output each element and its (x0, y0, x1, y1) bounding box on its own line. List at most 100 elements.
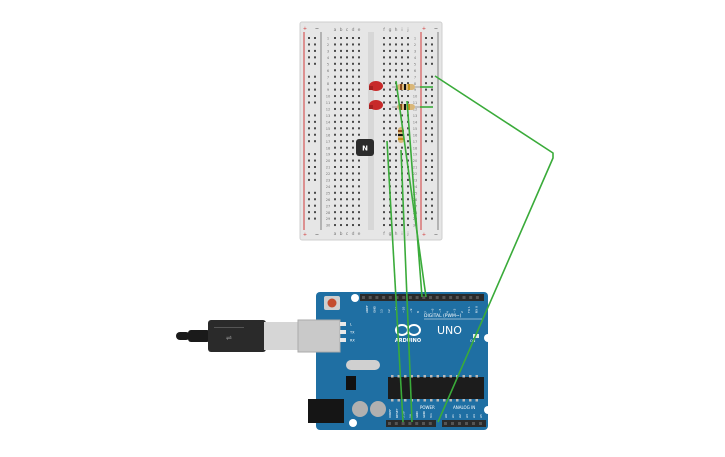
chip-pin (449, 375, 452, 378)
digital-label: DIGITAL (PWM~) (424, 313, 462, 319)
digital-pin-label: 2 (460, 311, 464, 313)
reset-button-cap[interactable] (327, 298, 337, 308)
chip-pin (469, 375, 472, 378)
chip-pin (410, 375, 413, 378)
digital-header-pin[interactable] (429, 296, 432, 299)
digital-header-pin[interactable] (469, 296, 473, 299)
row-number: 3 (327, 50, 329, 54)
wire-sensor-to-analog[interactable] (386, 140, 404, 423)
chip-pin (404, 399, 407, 402)
analog-header-pin[interactable] (479, 422, 482, 425)
digital-header-pin[interactable] (442, 296, 446, 299)
rail-plus-label: + (303, 26, 307, 32)
digital-header-pin[interactable] (415, 296, 419, 299)
row-number: 15 (326, 127, 331, 131)
digital-header-pin[interactable] (388, 296, 392, 299)
digital-pin-label: ~9 (409, 308, 413, 313)
smd-part (340, 338, 346, 342)
power-header-pin[interactable] (415, 422, 419, 425)
row-number: 11 (326, 101, 331, 105)
chip-pin (417, 375, 420, 378)
led-label-tx: TX (349, 331, 355, 335)
row-number: 13 (413, 114, 418, 118)
power-jack[interactable] (308, 399, 344, 423)
row-number: 10 (326, 95, 331, 99)
row-number: 23 (413, 179, 418, 183)
column-letter: b (340, 27, 343, 33)
row-number: 14 (413, 120, 418, 124)
digital-header[interactable] (360, 294, 484, 301)
row-number: 18 (326, 146, 331, 150)
digital-pin-label: ~10 (402, 307, 406, 313)
digital-header-pin[interactable] (362, 296, 365, 299)
wires[interactable] (386, 75, 554, 423)
analog-pin-label: A1 (451, 414, 455, 418)
analog-pin-label: A2 (458, 414, 462, 418)
wire-5v-to-rail[interactable] (434, 75, 554, 423)
digital-header-pin[interactable] (375, 296, 379, 299)
digital-header-pin[interactable] (475, 296, 479, 299)
row-number: 2 (327, 43, 329, 47)
resistor-2[interactable] (392, 104, 420, 110)
analog-header-pin[interactable] (465, 422, 468, 425)
digital-header-pin[interactable] (402, 296, 406, 299)
column-letter: e (358, 28, 361, 33)
crystal (346, 360, 380, 370)
power-pin-label: 5V (408, 413, 412, 418)
power-header-pin[interactable] (401, 422, 405, 425)
temperature-sensor[interactable]: N (356, 139, 374, 156)
analog-header-pin[interactable] (458, 422, 461, 425)
resistor-1[interactable] (392, 84, 420, 90)
chip-pin (436, 375, 439, 378)
wire-gnd-to-sensor[interactable] (400, 149, 413, 423)
row-number: 19 (326, 153, 331, 157)
digital-header-pin[interactable] (449, 296, 453, 299)
rail-plus-label: + (422, 26, 426, 32)
row-number: 6 (414, 69, 417, 73)
rail-minus-label: − (434, 232, 438, 238)
power-header-pin[interactable] (408, 422, 412, 425)
usb-cable[interactable]: ⇌ (176, 320, 298, 352)
analog-pin-label: A3 (465, 414, 469, 418)
chip-pin (397, 375, 400, 378)
row-number: 28 (326, 211, 331, 215)
row-number: 5 (414, 62, 416, 66)
row-number: 5 (327, 62, 329, 66)
digital-header-pin[interactable] (462, 296, 466, 299)
wire-pin-to-resistor-2[interactable] (406, 100, 423, 298)
row-number: 2 (414, 43, 416, 47)
digital-header-pin[interactable] (395, 296, 399, 299)
chip-pin (443, 375, 446, 378)
power-header-pin[interactable] (428, 422, 432, 425)
chip-pin (404, 375, 407, 378)
chip-pin (397, 399, 400, 402)
digital-header-pin[interactable] (368, 296, 372, 299)
power-header-pin[interactable] (394, 422, 398, 425)
digital-header-pin[interactable] (422, 296, 426, 299)
row-number: 30 (326, 224, 331, 228)
analog-header-pin[interactable] (444, 422, 447, 425)
led-1[interactable] (369, 81, 383, 91)
digital-pin-label: ~5 (438, 308, 442, 313)
digital-pin-label: ~6 (431, 308, 435, 313)
digital-header-pin[interactable] (455, 296, 459, 299)
wire-pin-to-resistor-1[interactable] (395, 80, 427, 298)
row-number: 13 (326, 114, 331, 118)
digital-header-pin[interactable] (435, 296, 439, 299)
arduino-uno-board[interactable]: ⇌ L TX RX ON ARDU (176, 292, 492, 430)
power-header-pin[interactable] (388, 422, 391, 425)
led-2[interactable] (369, 100, 383, 110)
analog-header-pin[interactable] (472, 422, 475, 425)
analog-header-pin[interactable] (451, 422, 454, 425)
column-letter: g (389, 232, 392, 237)
power-header-pin[interactable] (422, 422, 425, 425)
chip-pin (423, 399, 426, 402)
smd-part (340, 330, 346, 334)
analog-header[interactable] (442, 420, 486, 427)
digital-header-pin[interactable] (382, 296, 386, 299)
row-number: 18 (413, 146, 418, 150)
breadboard-holes[interactable] (308, 37, 433, 227)
digital-header-pin[interactable] (408, 296, 412, 299)
